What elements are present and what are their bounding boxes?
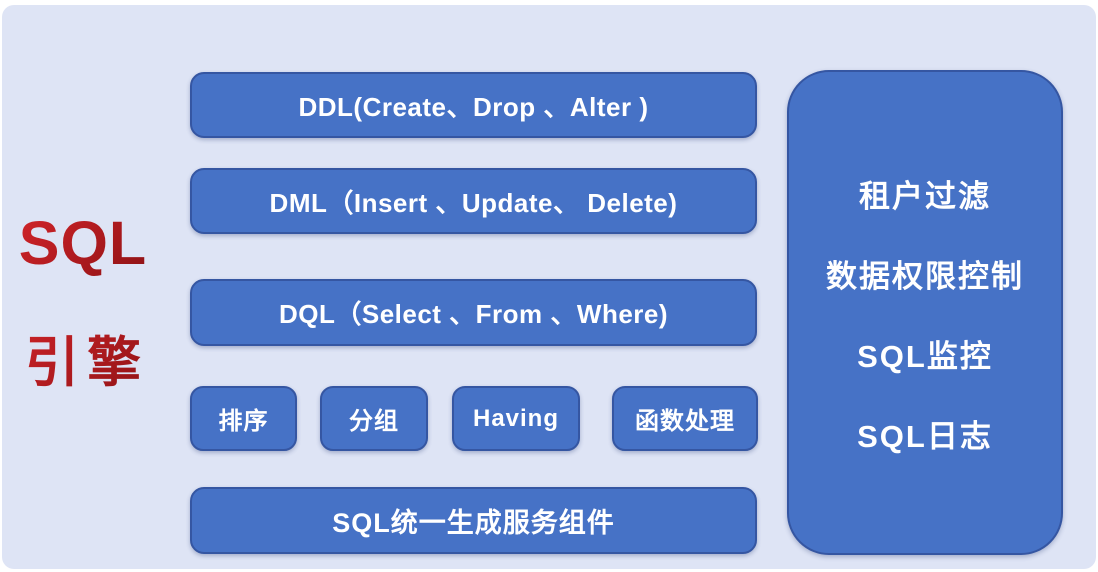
having-box: Having (452, 386, 580, 451)
having-box-label: Having (472, 404, 559, 432)
panel-item-tenant-filter: 租户过滤 (859, 179, 991, 214)
group-box-label: 分组 (349, 408, 399, 435)
panel-item-data-permission: 数据权限控制 (826, 259, 1024, 294)
function-box: 函数处理 (612, 386, 758, 451)
sort-box: 排序 (190, 386, 297, 451)
ddl-box: DDL(Create、Drop 、Alter ) (190, 72, 757, 138)
function-box-label: 函数处理 (635, 408, 735, 435)
panel-item-sql-monitor: SQL监控 (857, 339, 993, 374)
group-box: 分组 (320, 386, 428, 451)
dml-box: DML（Insert 、Update、 Delete) (190, 168, 757, 234)
sql-generate-service-box: SQL统一生成服务组件 (190, 487, 757, 554)
sort-box-label: 排序 (218, 408, 269, 435)
dml-box-label: DML（Insert 、Update、 Delete) (269, 187, 678, 218)
panel-item-sql-log: SQL日志 (857, 419, 993, 454)
diagram-title-sql: SQL (8, 208, 158, 278)
diagram-title-engine: 引擎 (8, 318, 158, 397)
ddl-box-label: DDL(Create、Drop 、Alter ) (298, 91, 649, 122)
sql-generate-service-label: SQL统一生成服务组件 (332, 508, 615, 538)
right-panel: 租户过滤 数据权限控制 SQL监控 SQL日志 (787, 70, 1063, 555)
dql-box-label: DQL（Select 、From 、Where) (278, 299, 669, 329)
dql-box: DQL（Select 、From 、Where) (190, 279, 757, 346)
